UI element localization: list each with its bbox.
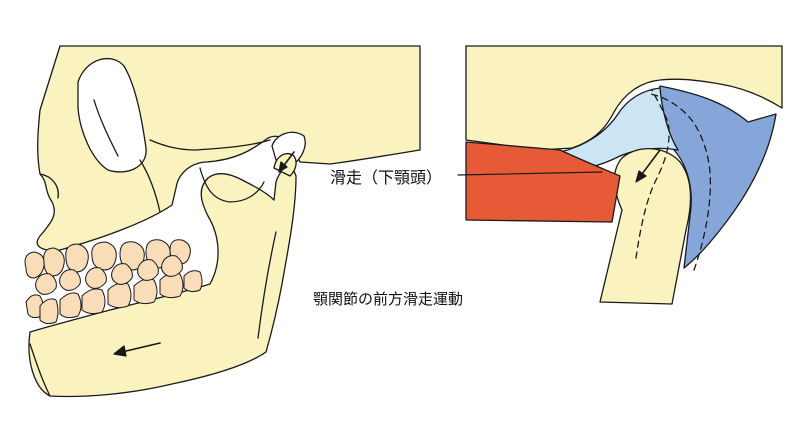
condyle-slide-arrow-icon [635, 170, 647, 183]
label-leader-line [457, 171, 603, 176]
forward-arrow-icon [113, 345, 127, 357]
mandible [28, 165, 297, 398]
upper-teeth [24, 239, 191, 295]
condyle-arrow-icon [278, 161, 288, 173]
diagram-caption: 顎関節の前方滑走運動 [313, 290, 464, 308]
tmj-closeup [465, 45, 783, 305]
lateral-pterygoid-muscle [465, 141, 621, 223]
condyle-closeup [599, 147, 692, 305]
temporal-bone [465, 45, 783, 151]
skull-illustration [24, 45, 421, 398]
orbit [77, 57, 147, 173]
slide-label: 滑走（下顎頭） [330, 168, 443, 187]
lower-teeth [25, 270, 203, 325]
